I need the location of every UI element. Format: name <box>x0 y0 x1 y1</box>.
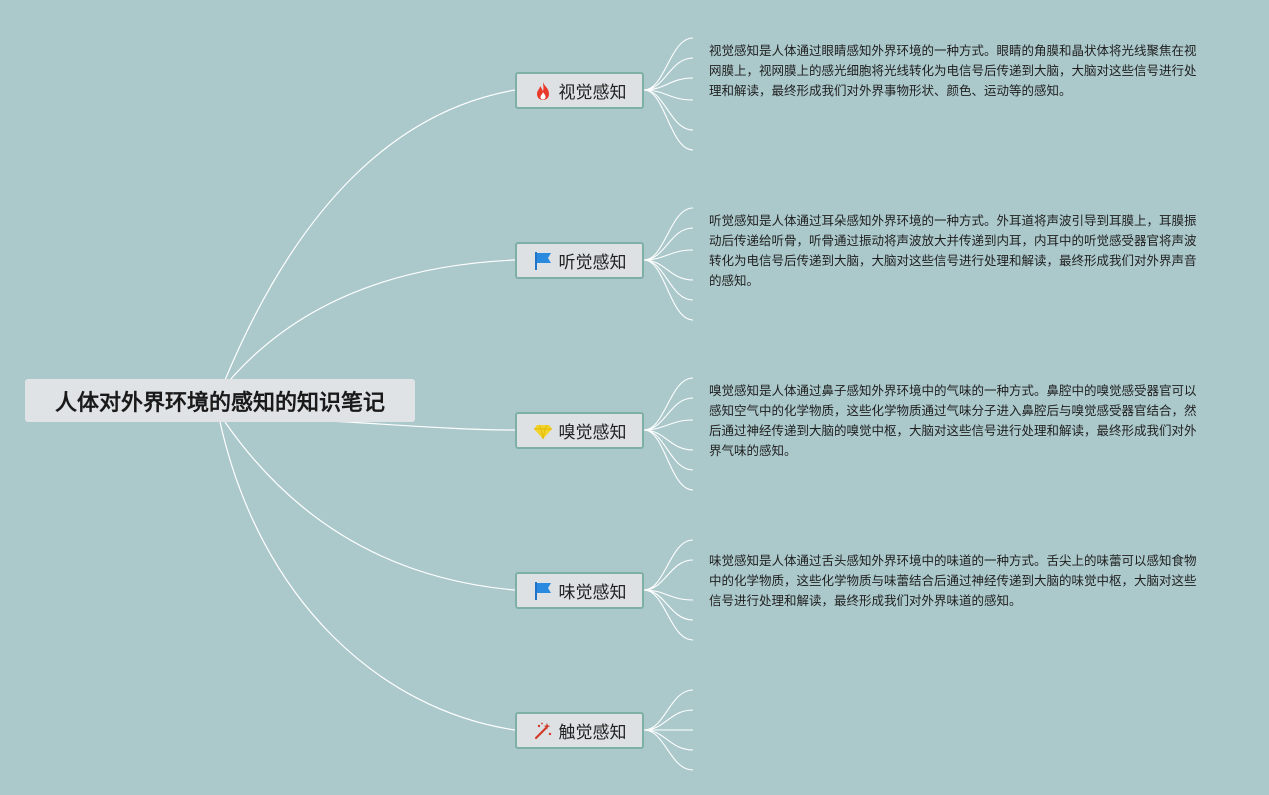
blue-flag-icon <box>533 251 553 271</box>
branch-taste-perception[interactable]: 味觉感知 <box>515 572 644 609</box>
fire-icon <box>533 81 553 101</box>
connector-root-smell <box>329 420 516 431</box>
branch-hearing-perception[interactable]: 听觉感知 <box>515 242 644 279</box>
branch-visual-perception[interactable]: 视觉感知 <box>515 72 644 109</box>
branch-label: 味觉感知 <box>558 583 627 603</box>
yellow-gem-icon <box>533 421 553 441</box>
connector-root-taste <box>224 421 516 591</box>
note-hearing-perception: 听觉感知是人体通过耳朵感知外界环境的一种方式。外耳道将声波引导到耳膜上，耳膜振动… <box>709 213 1197 288</box>
connector-root-hearing <box>229 259 516 381</box>
connector-root-touch <box>219 421 516 731</box>
note-smell-perception: 嗅觉感知是人体通过鼻子感知外界环境中的气味的一种方式。鼻腔中的嗅觉感受器官可以感… <box>709 383 1197 458</box>
branch-label: 听觉感知 <box>558 253 627 273</box>
note-taste-perception: 味觉感知是人体通过舌头感知外界环境中的味道的一种方式。舌尖上的味蕾可以感知食物中… <box>709 553 1197 608</box>
root-topic-label: 人体对外界环境的感知的知识笔记 <box>54 390 385 416</box>
magic-wand-icon <box>533 721 553 741</box>
blue-flag-icon <box>533 581 553 601</box>
branch-label: 触觉感知 <box>558 723 627 743</box>
note-visual-perception: 视觉感知是人体通过眼睛感知外界环境的一种方式。眼睛的角膜和晶状体将光线聚焦在视网… <box>709 43 1197 98</box>
branch-touch-perception[interactable]: 触觉感知 <box>515 712 644 749</box>
connector-root-visual <box>224 89 516 381</box>
root-topic[interactable]: 人体对外界环境的感知的知识笔记 <box>25 379 415 422</box>
branch-smell-perception[interactable]: 嗅觉感知 <box>515 412 644 449</box>
branch-label: 视觉感知 <box>558 83 627 103</box>
branch-label: 嗅觉感知 <box>558 423 627 443</box>
